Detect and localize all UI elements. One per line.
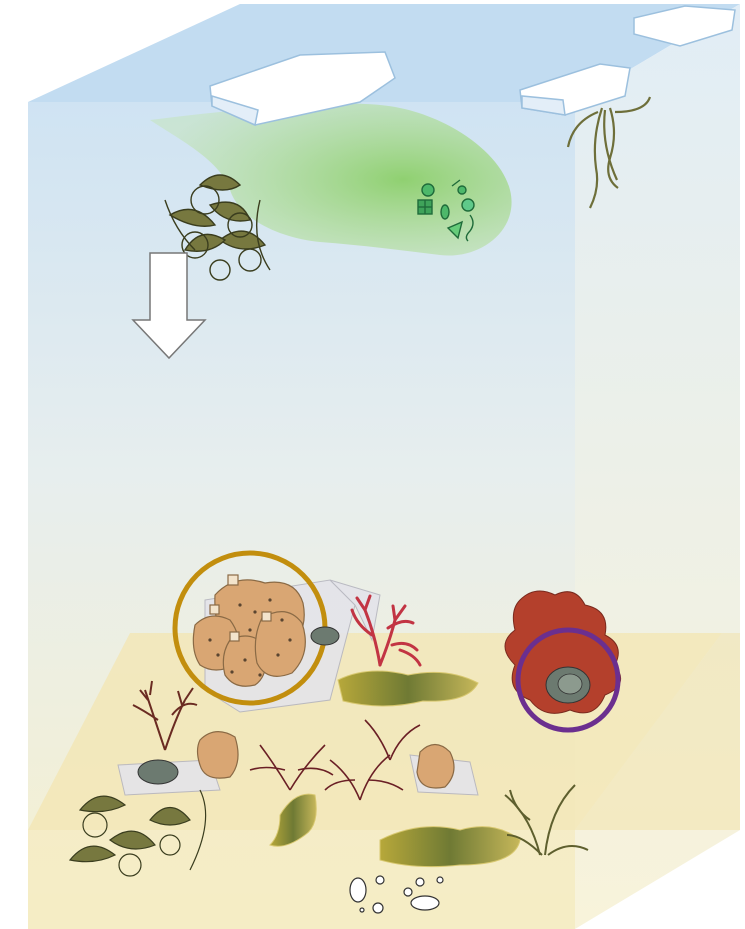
limpet-icon	[546, 667, 590, 703]
limpet-icon	[138, 760, 178, 784]
limpet-icon	[311, 627, 339, 645]
